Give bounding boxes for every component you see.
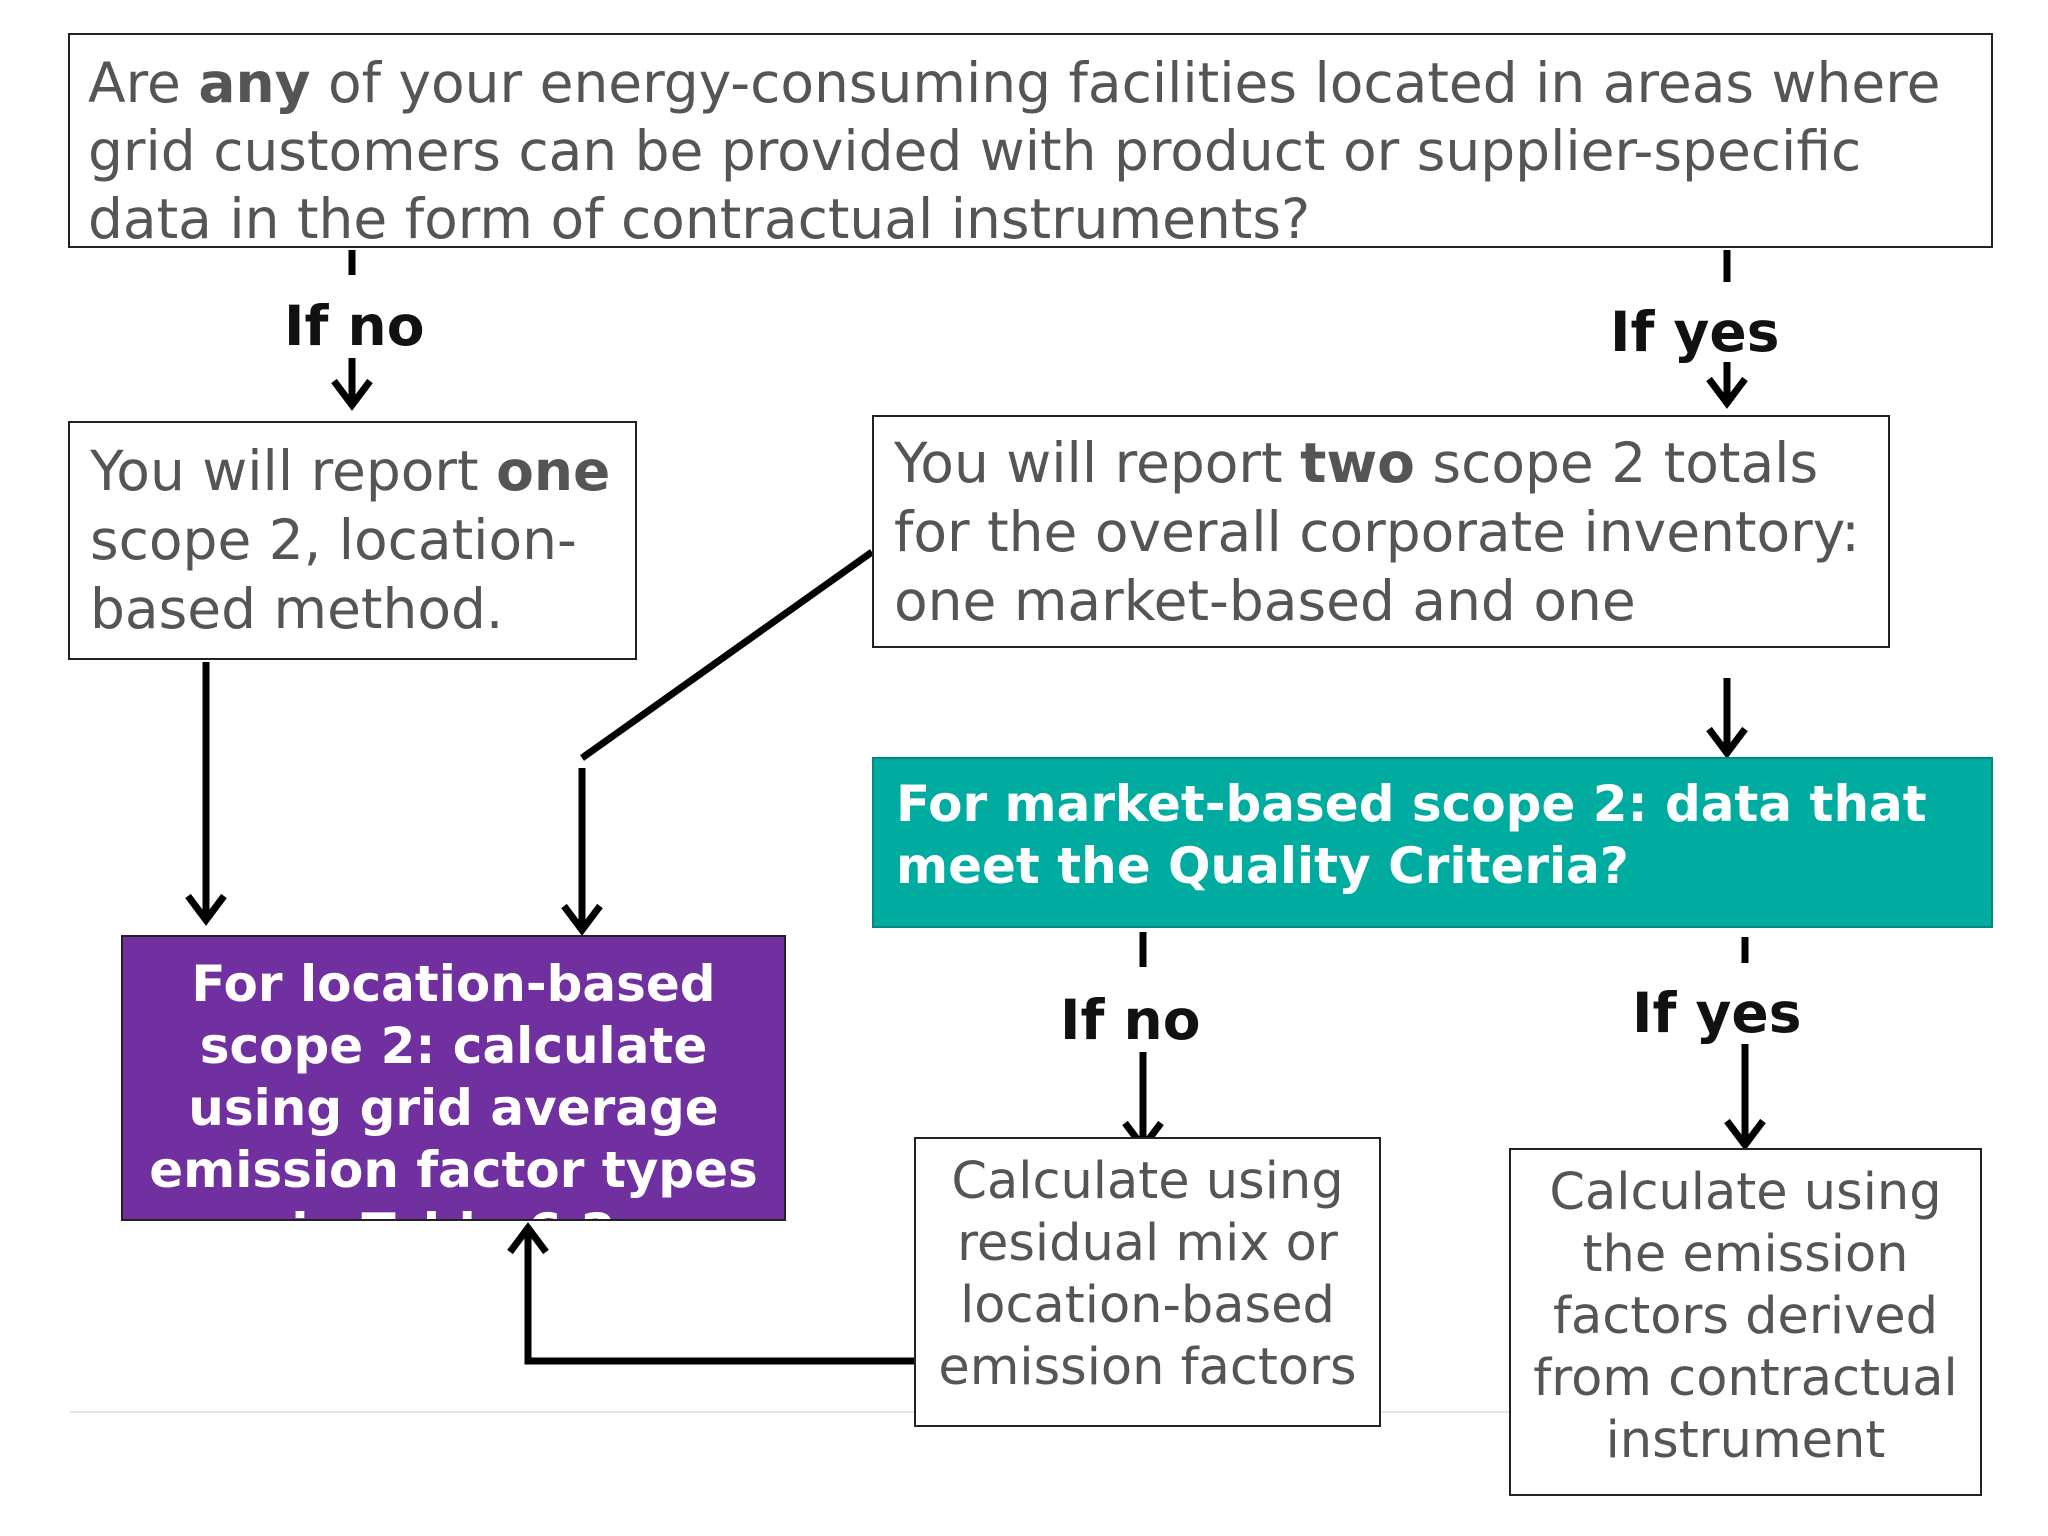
arrowhead-location-right <box>561 903 603 936</box>
report-one-text-post: scope 2, location-based method. <box>90 508 577 641</box>
report-one-box: You will report one scope 2, location-ba… <box>68 421 637 660</box>
report-two-text-emphasis: two <box>1300 431 1415 495</box>
report-one-text-pre: You will report <box>90 439 497 503</box>
question-text-post: of your energy-consuming facilities loca… <box>88 51 1941 248</box>
arrowhead-report-one <box>331 378 373 411</box>
connector-report-two-to-location <box>579 549 875 761</box>
question-text-pre: Are <box>88 51 199 115</box>
report-two-text-pre: You will report <box>894 431 1301 495</box>
market-based-question-box: For market-based scope 2: data that meet… <box>872 757 1993 928</box>
arrowhead-contract <box>1724 1118 1766 1151</box>
location-based-calc-box: For location-based scope 2: calculate us… <box>121 935 786 1221</box>
branch-label-first-yes: If yes <box>1608 300 1782 364</box>
contractual-instrument-calc-box: Calculate using the emission factors der… <box>1509 1148 1982 1496</box>
branch-label-second-no: If no <box>1058 988 1203 1052</box>
connector-residual-to-location <box>524 1228 914 1365</box>
question-text-emphasis: any <box>198 51 311 115</box>
branch-label-first-no: If no <box>282 294 427 358</box>
arrowhead-report-two <box>1706 376 1748 409</box>
report-two-box: You will report two scope 2 totals for t… <box>872 415 1890 648</box>
residual-mix-calc-box: Calculate using residual mix or location… <box>914 1137 1381 1427</box>
branch-label-second-yes: If yes <box>1630 981 1804 1045</box>
report-two-text-post: scope 2 totals for the overall corporate… <box>894 431 1860 646</box>
report-one-text-emphasis: one <box>496 439 611 503</box>
footer-divider <box>70 1411 1510 1413</box>
arrowhead-location-bottom <box>507 1222 549 1255</box>
question-contractual-instruments: Are any of your energy-consuming facilit… <box>68 33 1993 248</box>
arrowhead-market <box>1706 726 1748 759</box>
arrowhead-location-left <box>185 893 227 926</box>
